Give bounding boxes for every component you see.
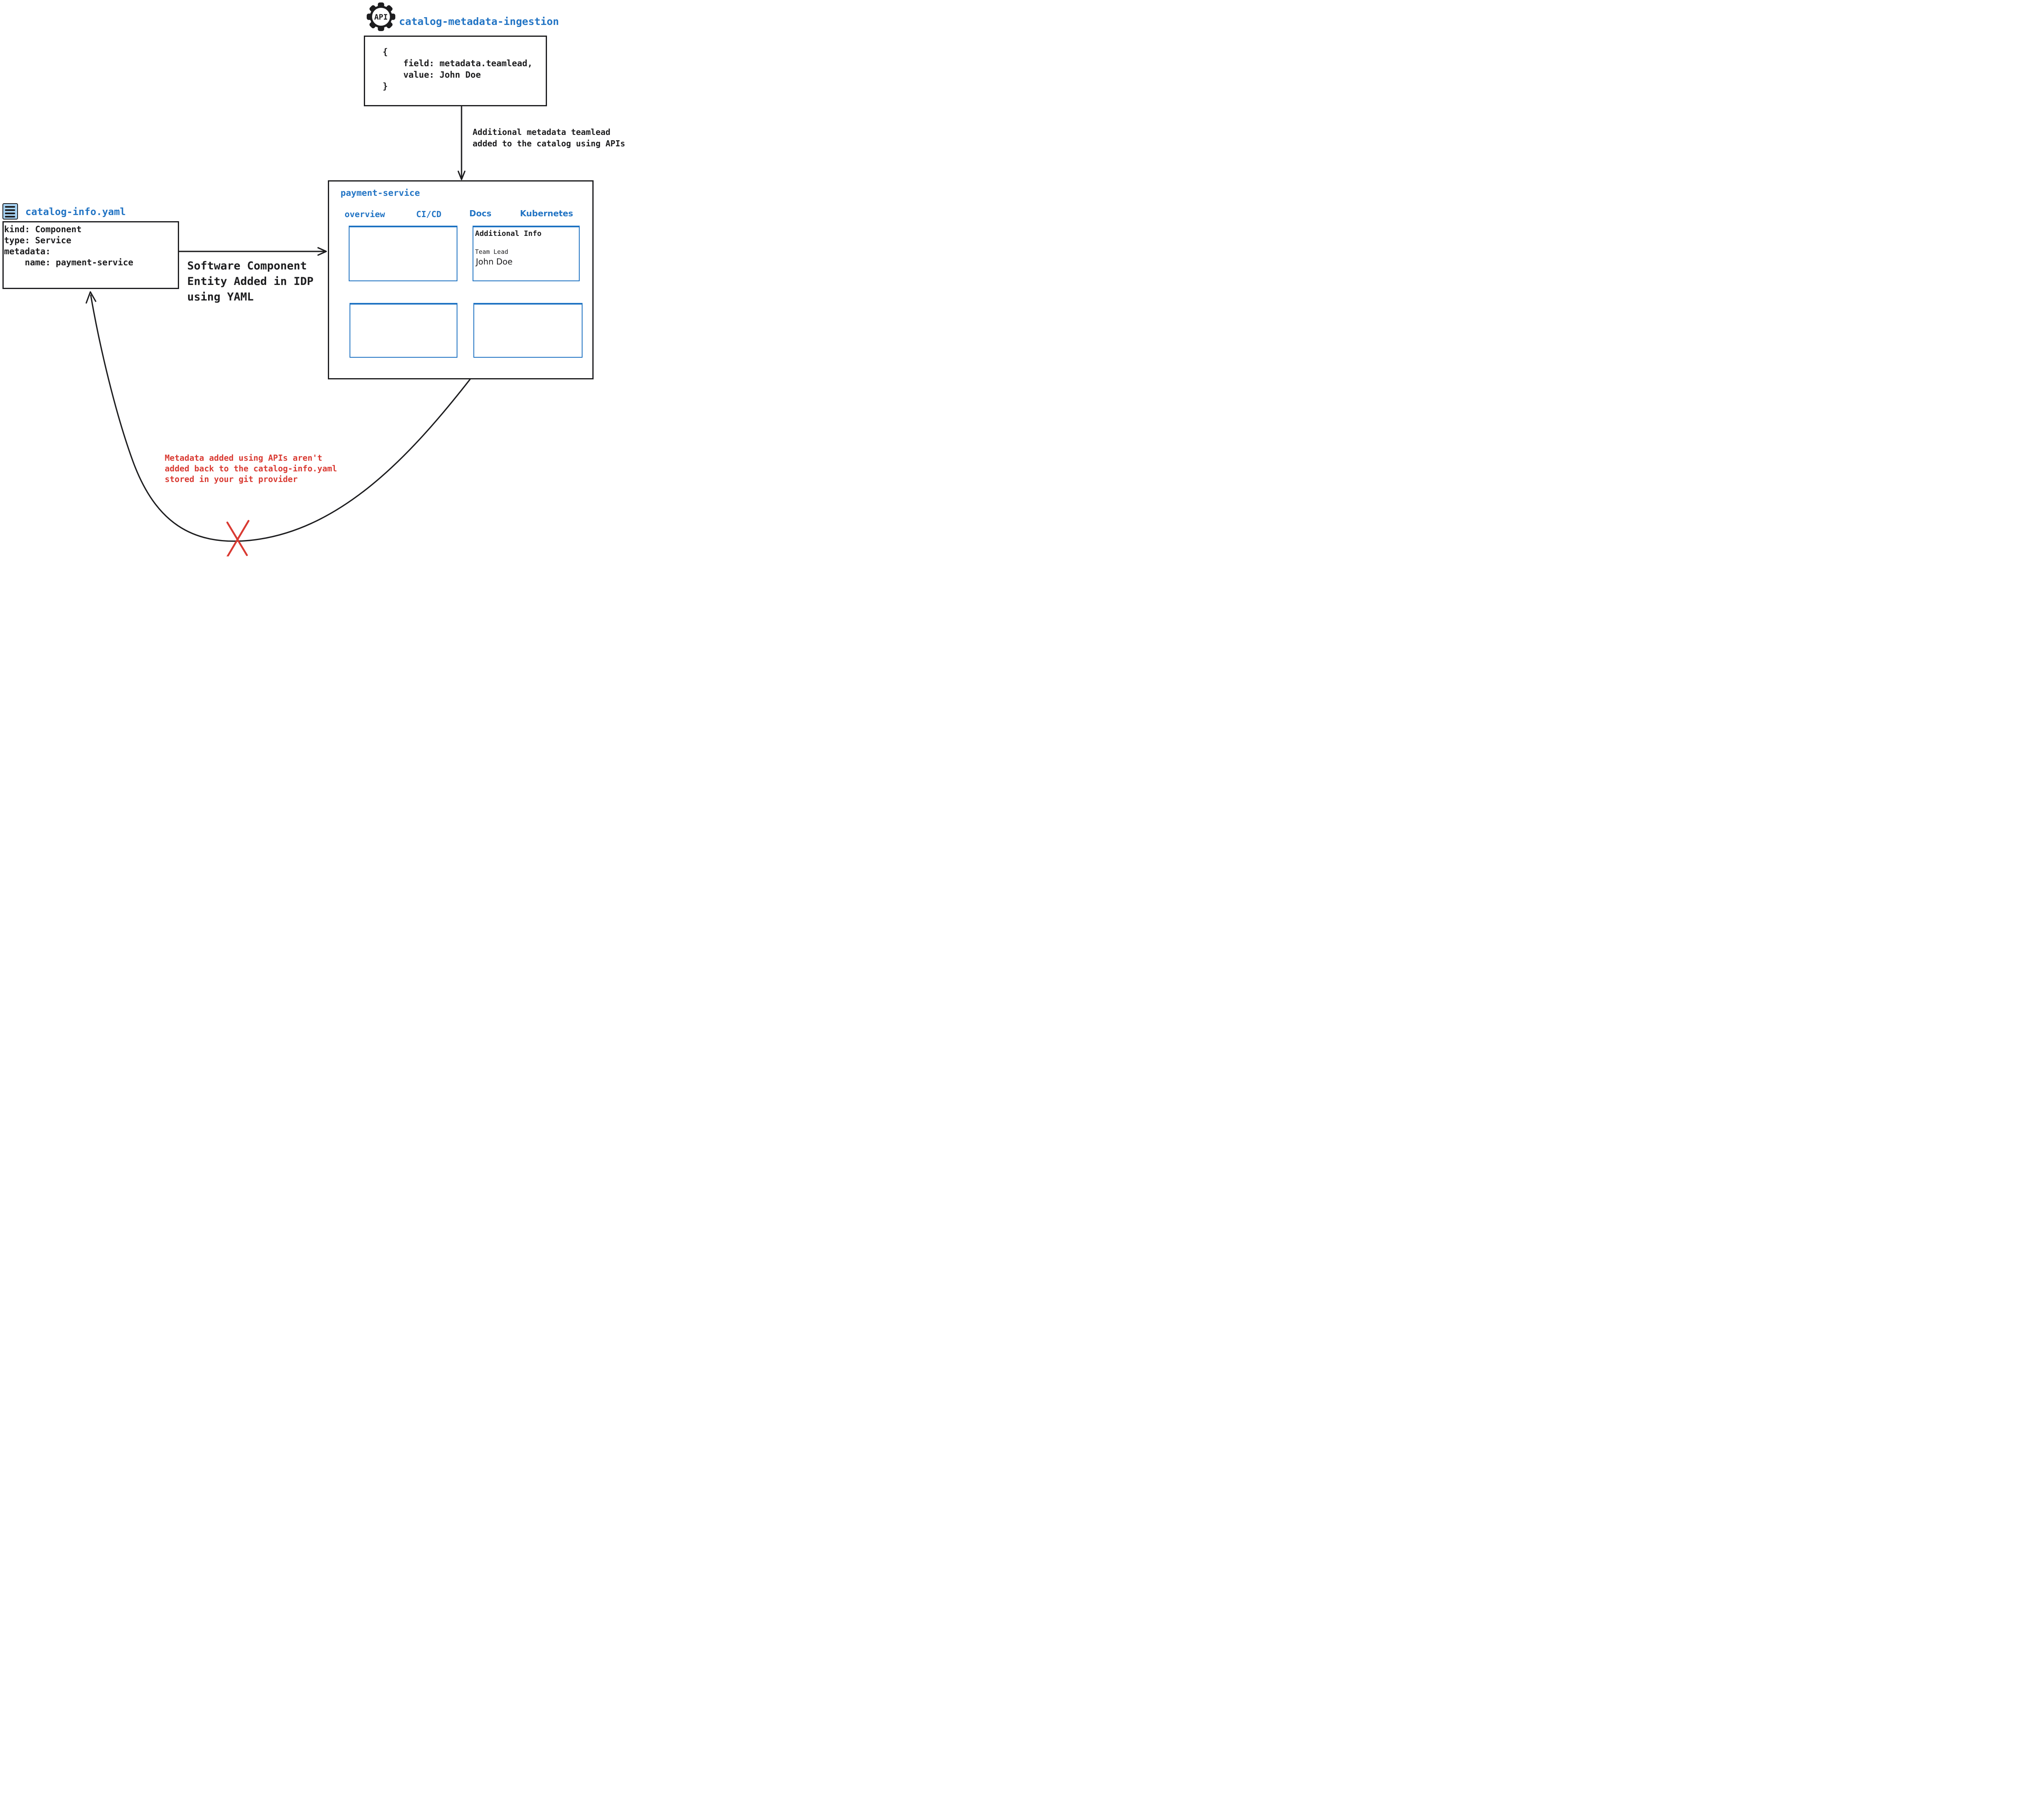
api-service-title: catalog-metadata-ingestion [399, 16, 559, 27]
api-feedback-note: Metadata added using APIs aren't added b… [165, 453, 337, 484]
content-panel-bottom-right [473, 303, 583, 358]
team-lead-value: John Doe [476, 257, 513, 267]
api-gear-icon-label: API [374, 13, 388, 22]
api-to-idp-arrowhead-icon [457, 170, 466, 180]
tab-overview[interactable]: overview [345, 209, 385, 219]
yaml-file-icon-line [5, 206, 15, 208]
tab-kubernetes[interactable]: Kubernetes [520, 208, 573, 218]
diagram-canvas: API catalog-metadata-ingestion { field: … [0, 0, 632, 556]
yaml-file-icon-line [5, 209, 15, 211]
additional-info-title: Additional Info [475, 229, 542, 238]
yaml-to-idp-arrowhead-icon [317, 247, 327, 256]
additional-info-panel [473, 226, 580, 281]
yaml-file-title: catalog-info.yaml [25, 206, 126, 217]
team-lead-label: Team Lead [475, 248, 509, 256]
api-arrow-note: Additional metadata teamlead added to th… [473, 127, 625, 148]
idp-to-yaml-arrowhead-icon [85, 291, 96, 304]
content-panel-bottom-left [350, 303, 457, 358]
yaml-file-icon-line [5, 213, 15, 214]
blocked-cross-icon [226, 521, 248, 556]
yaml-arrow-note: Software Component Entity Added in IDP u… [187, 260, 314, 303]
idp-card-title: payment-service [341, 188, 420, 198]
api-payload-box [364, 36, 547, 106]
overview-panel [349, 226, 457, 281]
yaml-file-icon-line [5, 216, 15, 217]
api-gear-icon: API [367, 2, 395, 31]
yaml-file-box [2, 221, 179, 289]
tab-cicd[interactable]: CI/CD [416, 209, 442, 219]
api-payload-code: { field: metadata.teamlead, value: John … [383, 47, 533, 91]
yaml-file-code: kind: Component type: Service metadata: … [4, 224, 134, 267]
blocked-cross-icon [226, 520, 250, 556]
yaml-file-icon [2, 203, 18, 220]
tab-docs[interactable]: Docs [469, 208, 492, 218]
